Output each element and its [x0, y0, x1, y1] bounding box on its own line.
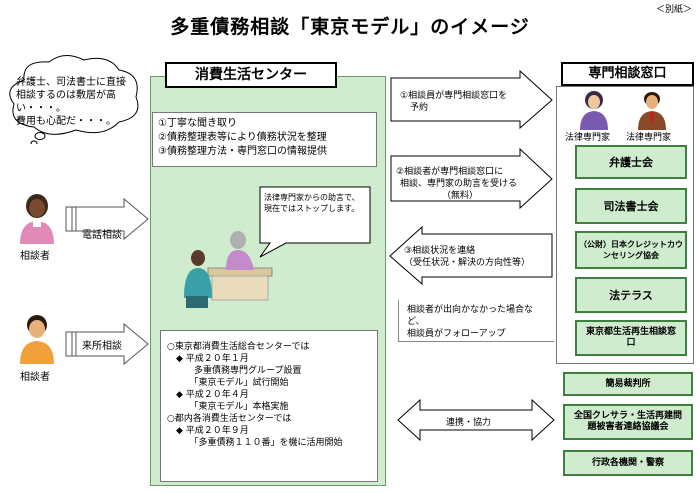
agency-tokyo-life-recovery: 東京都生活再生相談窓口	[575, 320, 687, 356]
agency-judicial-scriveners: 司法書士会	[575, 188, 687, 224]
consultant-label-1: 相談者	[20, 251, 50, 262]
flow-line: 予約	[410, 103, 429, 113]
step-item: ②債務整理表等により債務状況を整理	[158, 132, 327, 143]
lawyer-label-1: 法律専門家	[565, 133, 611, 143]
bubble-line: 現在ではストップします。	[264, 204, 360, 213]
flow-line: 相談、専門家の助言を受ける	[400, 179, 518, 189]
followup-line: 相談者が出向かなかった場合など、	[407, 305, 534, 327]
history-line: 多重債務専門グループ設置	[167, 366, 302, 376]
history-line: 「多重債務１１０番」を機に活用開始	[167, 438, 343, 448]
phone-arrow-icon	[65, 197, 149, 241]
partner-victims-council: 全国クレサラ・生活再建問題被害者連絡協議会	[563, 404, 693, 440]
history-line: ◆ 平成２０年４月	[167, 390, 249, 400]
step-item: ①丁寧な聞き取り	[158, 118, 237, 129]
consultant-male-icon	[20, 315, 54, 364]
agency-bar-association: 弁護士会	[575, 145, 687, 179]
history-line: ○都内各消費生活センターでは	[167, 414, 292, 424]
attachment-label: ＜別紙＞	[655, 5, 692, 15]
partner-government-police: 行政各機関・警察	[563, 450, 693, 476]
step-item: ③債務整理方法・専門窓口の情報提供	[158, 146, 327, 157]
flow-line: （受任状況・解決の方向性等）	[404, 258, 531, 268]
expert-window-panel	[556, 86, 694, 364]
advice-text: ②相談者が専門相談窓口に 相談、専門家の助言を受ける （無料）	[396, 166, 517, 202]
expert-window-heading: 専門相談窓口	[561, 62, 694, 86]
bubble-line: 法律専門家からの助言で、	[264, 193, 360, 202]
visit-arrow-icon	[65, 322, 149, 366]
page-title: 多重債務相談「東京モデル」のイメージ	[170, 16, 530, 38]
history-line: ◆ 平成２０年１月	[167, 354, 249, 364]
flow-line: ①相談員が専門相談窓口を	[400, 91, 508, 101]
speech-bubble-text: 法律専門家からの助言で、 現在ではストップします。	[264, 192, 372, 214]
advice-arrow-icon	[390, 148, 553, 210]
history-line: 「東京モデル」試行開始	[167, 378, 289, 388]
followup-line: 相談員がフォローアップ	[407, 329, 506, 339]
agency-credit-counseling: （公財）日本クレジットカウンセリング協会	[575, 231, 687, 269]
consultation-illustration	[184, 231, 273, 308]
followup-note: 相談者が出向かなかった場合など、 相談員がフォローアップ	[398, 300, 554, 342]
reserve-arrow-icon	[390, 70, 553, 130]
report-arrow-icon	[389, 226, 553, 286]
partner-summary-court: 簡易裁判所	[563, 372, 693, 396]
history-line: 「東京モデル」本格実施	[167, 402, 289, 412]
reserve-text: ①相談員が専門相談窓口を 予約	[400, 90, 507, 114]
flow-line: ③相談状況を連絡	[404, 246, 476, 256]
speech-bubble-shape	[259, 186, 371, 258]
thought-cloud	[9, 55, 139, 144]
visit-consult-label: 来所相談	[82, 341, 122, 352]
cloud-line: 弁護士、司法書士に直接	[16, 77, 126, 88]
flow-line: ②相談者が専門相談窓口に	[396, 167, 504, 177]
cloud-line: 費用も心配だ・・・。	[16, 116, 116, 127]
report-text: ③相談状況を連絡 （受任状況・解決の方向性等）	[404, 245, 530, 269]
agency-houterasu: 法テラス	[575, 277, 687, 313]
cooperation-arrow-icon	[397, 398, 555, 442]
consultation-steps: ①丁寧な聞き取り ②債務整理表等により債務状況を整理 ③債務整理方法・専門窓口の…	[152, 112, 377, 167]
history-line: ○東京都消費生活総合センターでは	[167, 342, 310, 352]
history-box: ○東京都消費生活総合センターでは ◆ 平成２０年１月 多重債務専門グループ設置 …	[160, 330, 378, 482]
phone-consult-label: 電話相談	[82, 230, 122, 241]
lawyer-female-icon	[580, 91, 608, 130]
cloud-line: い・・・。	[16, 103, 66, 114]
cloud-line: 相談するのは敷居が高	[16, 90, 116, 101]
cloud-text: 弁護士、司法書士に直接 相談するのは敷居が高 い・・・。 費用も心配だ・・・。	[16, 76, 134, 128]
history-line: ◆ 平成２０年９月	[167, 426, 249, 436]
flow-line: （無料）	[442, 191, 479, 201]
lawyer-label-2: 法律専門家	[626, 133, 672, 143]
consultant-female-icon	[20, 194, 54, 244]
cooperation-label: 連携・協力	[446, 418, 492, 428]
consultant-label-2: 相談者	[20, 372, 50, 383]
lawyer-male-icon	[638, 92, 666, 130]
consumer-center-heading: 消費生活センター	[165, 62, 337, 88]
